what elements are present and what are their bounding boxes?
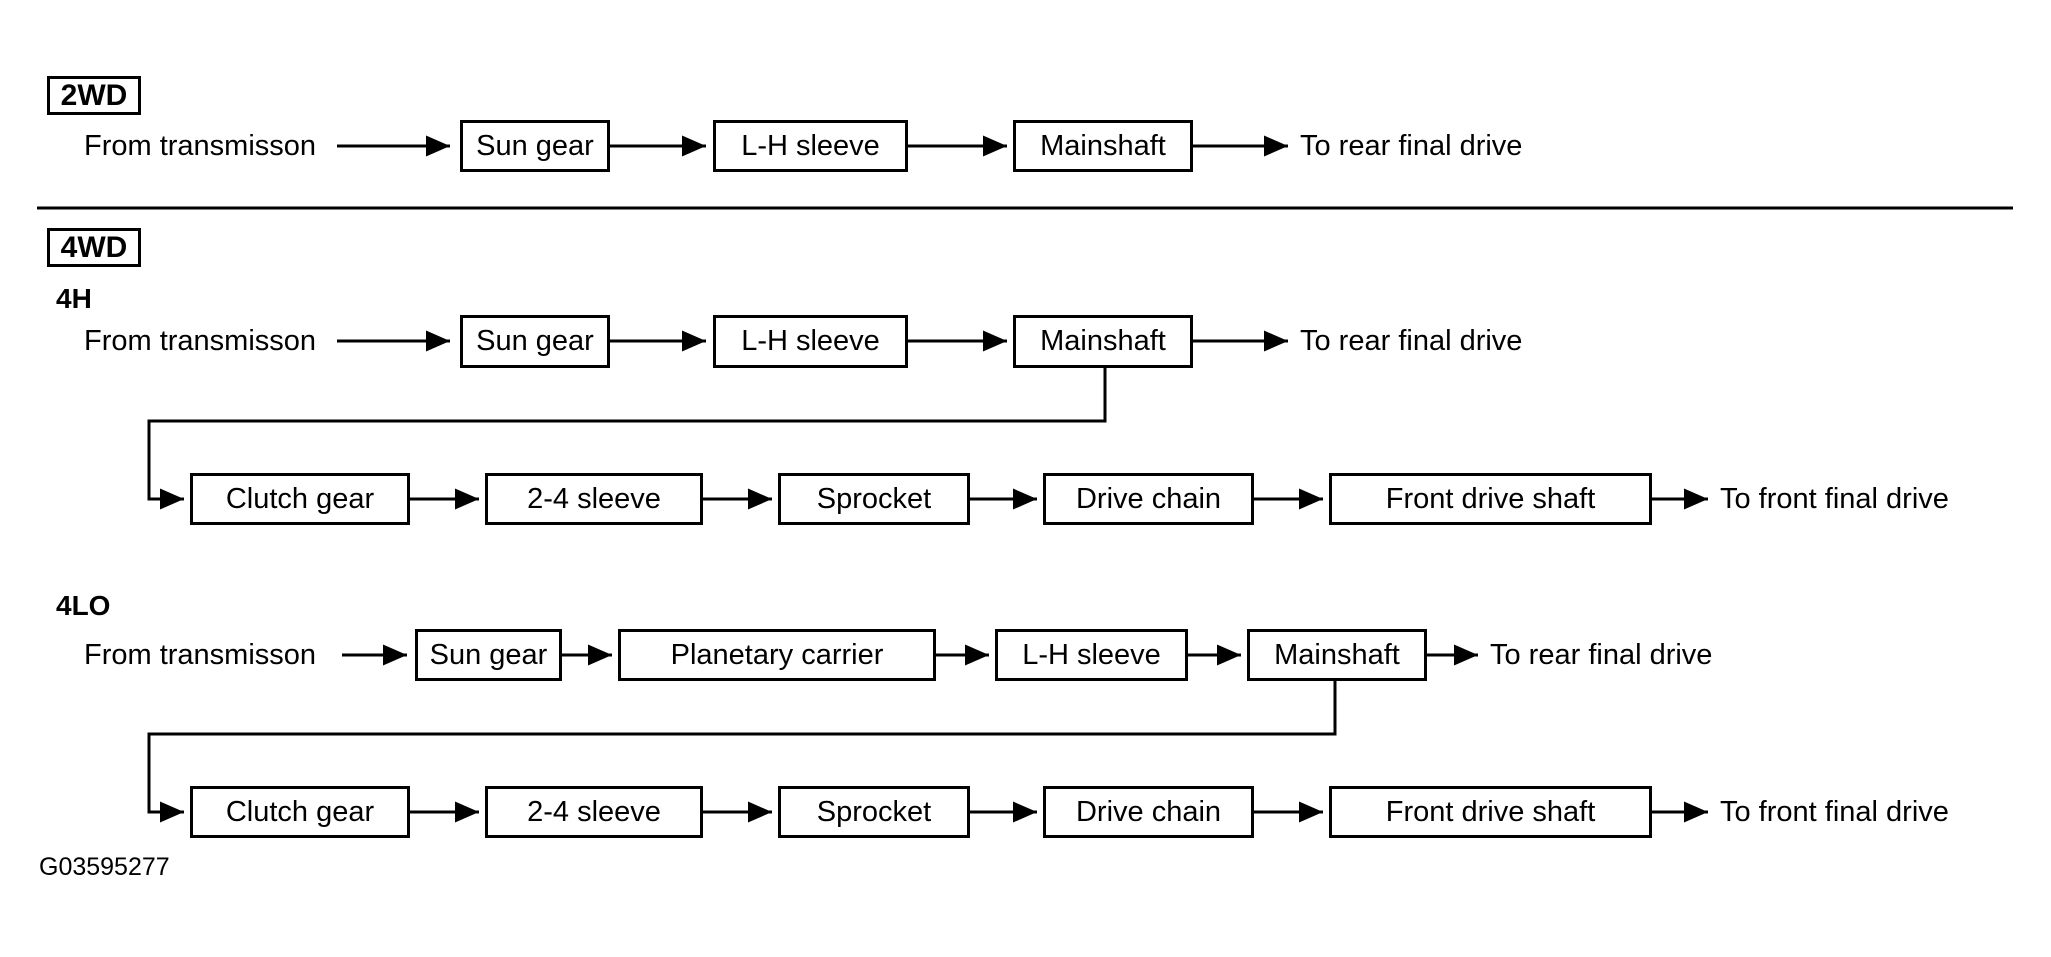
mode-label-4h: 4H [56,283,92,314]
node-4h-drive-chain: Drive chain [1043,473,1254,525]
node-4h-sun-gear: Sun gear [460,315,610,368]
flow-sink-label-4h-rear: To rear final drive [1300,325,1523,357]
flow-sink-label-4lo-front: To front final drive [1720,796,1949,828]
flow-source-label-2wd: From transmisson [84,130,317,162]
flow-sink-label-4h-front: To front final drive [1720,483,1949,515]
elbow-4lo-mainshaft-to-clutch-gear [147,681,1337,823]
flow-source-label-4h: From transmisson [84,325,317,357]
node-4lo-lh-sleeve: L-H sleeve [995,629,1188,681]
node-4h-lh-sleeve: L-H sleeve [713,315,908,368]
node-4h-sprocket: Sprocket [778,473,970,525]
badge-2wd: 2WD [47,76,141,115]
node-2wd-lh-sleeve: L-H sleeve [713,120,908,172]
figure-id-caption: G03595277 [39,853,170,881]
node-4lo-sprocket: Sprocket [778,786,970,838]
node-4h-mainshaft: Mainshaft [1013,315,1193,368]
node-4lo-drive-chain: Drive chain [1043,786,1254,838]
node-4h-front-drive-shaft: Front drive shaft [1329,473,1652,525]
node-4lo-front-drive-shaft: Front drive shaft [1329,786,1652,838]
elbow-4h-mainshaft-to-clutch-gear [147,368,1107,510]
node-4lo-sun-gear: Sun gear [415,629,562,681]
node-4lo-clutch-gear: Clutch gear [190,786,410,838]
node-4lo-mainshaft: Mainshaft [1247,629,1427,681]
flow-sink-label-2wd-rear: To rear final drive [1300,130,1523,162]
node-4lo-24-sleeve: 2-4 sleeve [485,786,703,838]
node-4h-clutch-gear: Clutch gear [190,473,410,525]
flow-sink-label-4lo-rear: To rear final drive [1490,639,1713,671]
badge-2wd-label: 2WD [60,78,128,112]
badge-4wd: 4WD [47,228,141,267]
mode-label-4lo: 4LO [56,590,111,621]
badge-4wd-label: 4WD [60,230,128,264]
node-2wd-sun-gear: Sun gear [460,120,610,172]
node-4h-24-sleeve: 2-4 sleeve [485,473,703,525]
flow-source-label-4lo: From transmisson [84,639,317,671]
node-4lo-planetary-carrier: Planetary carrier [618,629,936,681]
node-2wd-mainshaft: Mainshaft [1013,120,1193,172]
